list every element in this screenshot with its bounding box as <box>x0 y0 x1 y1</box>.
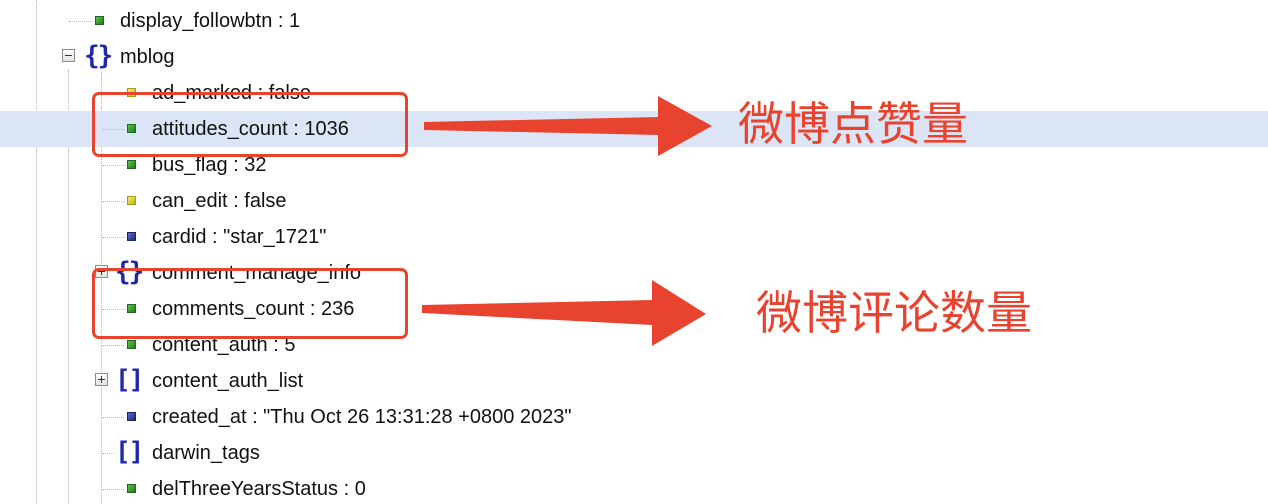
tree-node-label: comments_count : 236 <box>152 298 355 320</box>
string-node-icon <box>127 232 136 241</box>
boolean-node-icon <box>127 196 136 205</box>
tree-node-label: can_edit : false <box>152 190 287 212</box>
expand-toggle-icon[interactable] <box>95 373 108 386</box>
tree-node-label: cardid : "star_1721" <box>152 226 327 248</box>
tree-row[interactable]: bus_flag : 32 <box>0 147 1268 183</box>
tree-node-label: content_auth : 5 <box>152 334 296 356</box>
number-node-icon <box>127 124 136 133</box>
likes-arrow-icon <box>424 96 712 156</box>
comments-annotation-label: 微博评论数量 <box>756 286 1032 340</box>
number-node-icon <box>95 16 104 25</box>
array-node-icon: [] <box>115 365 144 395</box>
likes-annotation-label: 微博点赞量 <box>738 97 968 151</box>
tree-node-label: created_at : "Thu Oct 26 13:31:28 +0800 … <box>152 406 572 428</box>
object-node-icon: {} <box>84 41 113 71</box>
tree-node-label: content_auth_list <box>152 370 304 392</box>
tree-row[interactable]: [] darwin_tags <box>0 435 1268 471</box>
array-node-icon: [] <box>115 437 144 467</box>
tree-node-label: delThreeYearsStatus : 0 <box>152 478 366 500</box>
number-node-icon <box>127 340 136 349</box>
tree-row[interactable]: [] content_auth_list <box>0 363 1268 399</box>
tree-node-label: comment_manage_info <box>152 262 362 284</box>
tree-node-label: bus_flag : 32 <box>152 154 267 176</box>
tree-guide-line <box>101 72 102 504</box>
tree-guide-line <box>68 70 69 504</box>
tree-node-label: mblog <box>120 46 175 68</box>
object-node-icon: {} <box>115 257 144 287</box>
tree-row[interactable]: content_auth : 5 <box>0 327 1268 363</box>
tree-row[interactable]: {} mblog <box>0 39 1268 75</box>
comments-arrow-icon <box>422 280 706 346</box>
tree-guide-line <box>36 0 37 504</box>
tree-row[interactable]: created_at : "Thu Oct 26 13:31:28 +0800 … <box>0 399 1268 435</box>
tree-node-label: attitudes_count : 1036 <box>152 118 349 140</box>
number-node-icon <box>127 160 136 169</box>
tree-row[interactable]: delThreeYearsStatus : 0 <box>0 471 1268 504</box>
string-node-icon <box>127 412 136 421</box>
tree-node-label: display_followbtn : 1 <box>120 10 301 32</box>
tree-row[interactable]: can_edit : false <box>0 183 1268 219</box>
number-node-icon <box>127 484 136 493</box>
tree-row[interactable]: cardid : "star_1721" <box>0 219 1268 255</box>
tree-row[interactable]: display_followbtn : 1 <box>0 3 1268 39</box>
collapse-toggle-icon[interactable] <box>62 49 75 62</box>
tree-row[interactable]: {} comment_manage_info <box>0 255 1268 291</box>
number-node-icon <box>127 304 136 313</box>
tree-node-label: darwin_tags <box>152 442 260 464</box>
tree-row[interactable]: comments_count : 236 <box>0 291 1268 327</box>
